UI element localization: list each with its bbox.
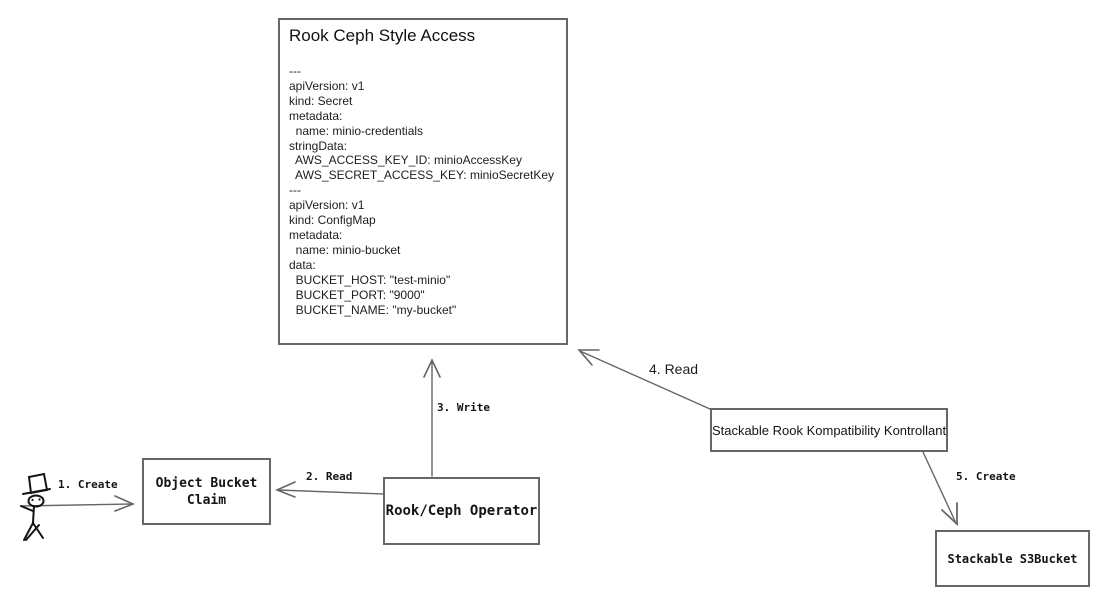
node-stackable-s3bucket: Stackable S3Bucket bbox=[935, 530, 1090, 587]
edge-label-step1-create: 1. Create bbox=[58, 478, 118, 491]
edge-label-step3-write: 3. Write bbox=[437, 401, 490, 414]
node-rook-ceph-style-access-title: Rook Ceph Style Access bbox=[289, 26, 476, 45]
node-stackable-kontrollant: Stackable Rook Kompatibility Kontrollant bbox=[710, 408, 948, 452]
node-object-bucket-claim: Object Bucket Claim bbox=[142, 458, 271, 525]
node-rook-ceph-style-access bbox=[278, 18, 568, 345]
user-actor-icon bbox=[20, 472, 51, 541]
arrow-step4-read bbox=[577, 349, 711, 410]
node-stackable-s3bucket-label: Stackable S3Bucket bbox=[947, 551, 1078, 566]
arrow-step5-create bbox=[922, 451, 958, 527]
node-rook-ceph-operator: Rook/Ceph Operator bbox=[383, 477, 540, 545]
node-object-bucket-claim-label: Object Bucket Claim bbox=[155, 475, 258, 508]
edge-label-step4-read: 4. Read bbox=[649, 361, 699, 377]
edge-label-step2-read: 2. Read bbox=[306, 470, 353, 483]
node-stackable-kontrollant-label: Stackable Rook Kompatibility Kontrollant bbox=[711, 422, 947, 438]
arrow-step3-write bbox=[423, 358, 441, 477]
arrow-step2-read bbox=[274, 481, 384, 498]
edge-label-step5-create: 5. Create bbox=[956, 470, 1016, 483]
arrow-step1-create bbox=[20, 495, 136, 512]
yaml-manifest-text: --- apiVersion: v1 kind: Secret metadata… bbox=[289, 64, 554, 317]
node-rook-ceph-operator-label: Rook/Ceph Operator bbox=[385, 503, 538, 519]
